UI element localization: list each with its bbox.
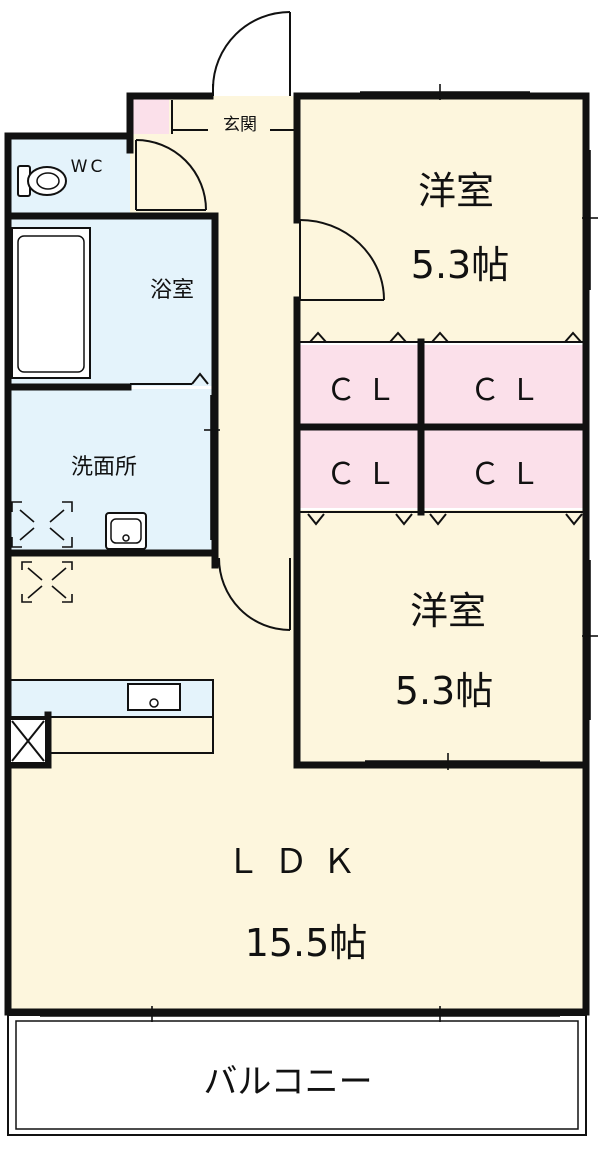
kitchen-counter	[9, 679, 214, 718]
western-room-1-size: 5.3帖	[411, 243, 509, 287]
western-room-2-size: 5.3帖	[395, 669, 493, 713]
ldk-size: 15.5帖	[245, 921, 368, 965]
toilet-door-icon	[135, 139, 207, 211]
bathroom-label: 浴室	[150, 278, 194, 303]
washroom-label: 洗面所	[71, 455, 137, 480]
toilet-icon	[17, 165, 67, 197]
western-room-1-name: 洋室	[418, 169, 494, 213]
entrance-door-icon	[212, 11, 291, 96]
entrance-step	[171, 100, 295, 134]
bathtub-icon	[11, 227, 91, 379]
closet-1-label: ＣＬ	[326, 373, 406, 408]
western-room-1-door-icon	[299, 219, 385, 301]
closet-2-area	[424, 345, 586, 425]
closet-1-area	[300, 345, 418, 425]
kitchen-lower-counter	[47, 716, 214, 754]
closet-3-area	[300, 430, 418, 508]
washroom-door-icon	[218, 557, 291, 631]
washing-machine-icon	[11, 501, 73, 603]
balcony	[7, 1014, 587, 1136]
western-room-1-area	[297, 96, 586, 342]
entrance-accent	[133, 98, 169, 134]
closet-4-label: ＣＬ	[470, 457, 550, 492]
doors	[130, 11, 385, 631]
kitchen-sink-icon	[127, 683, 181, 711]
refrigerator-icon	[9, 718, 47, 764]
closet-4-area	[424, 430, 586, 508]
western-room-2-name: 洋室	[410, 589, 486, 633]
closet-borders	[297, 331, 586, 526]
windows	[40, 84, 598, 1022]
walls	[4, 92, 590, 1016]
room-labels: 洋室 5.3帖 洋室 5.3帖 ＬＤＫ 15.5帖 ＣＬ ＣＬ ＣＬ ＣＬ 浴室…	[71, 115, 550, 1102]
closet-2-label: ＣＬ	[470, 373, 550, 408]
toilet-label: WC	[71, 157, 106, 177]
balcony-label: バルコニー	[203, 1062, 372, 1102]
entrance-label: 玄関	[223, 115, 257, 135]
sink-icon	[105, 512, 147, 550]
western-room-2-area	[297, 510, 586, 765]
closet-3-label: ＣＬ	[326, 457, 406, 492]
ldk-name: ＬＤＫ	[226, 842, 370, 882]
